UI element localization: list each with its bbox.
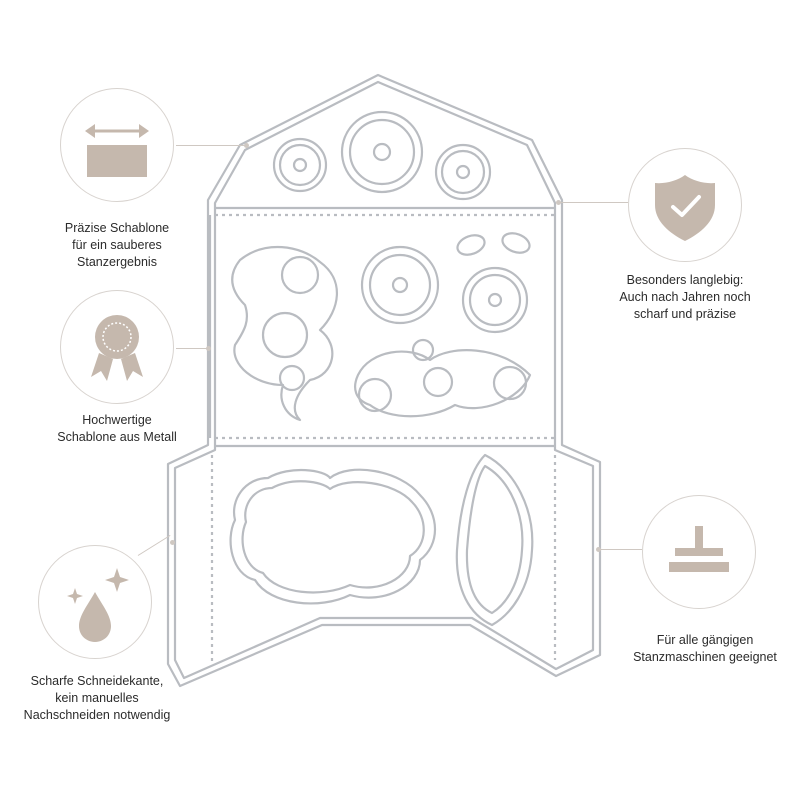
feature-machines-circle	[642, 495, 756, 609]
feature-precise-line1: Präzise Schablone	[64, 221, 170, 235]
connector-precise	[176, 145, 246, 146]
feature-durable-line2: Auch nach Jahren noch	[619, 290, 751, 304]
feature-sharp-caption: Scharfe Schneidekante, kein manuelles Na…	[10, 673, 184, 724]
die-flower-small-left	[272, 137, 328, 193]
feature-metal-circle	[60, 290, 174, 404]
connector-dot-sharp	[170, 540, 175, 545]
feature-sharp-circle	[38, 545, 152, 659]
feature-metal-line1: Hochwertige	[82, 413, 152, 427]
feature-precise-caption: Präzise Schablone für ein sauberes Stanz…	[40, 220, 194, 271]
connector-dot-precise	[244, 143, 249, 148]
die-leaves	[456, 232, 531, 256]
die-label-cloud	[229, 468, 437, 605]
feature-precise-circle	[60, 88, 174, 202]
connector-metal	[176, 348, 210, 349]
connector-durable	[558, 202, 628, 203]
sparkle-drop-icon	[67, 568, 129, 642]
feature-precise-line3: Stanzergebnis	[77, 255, 157, 269]
feature-machines-line2: Stanzmaschinen geeignet	[633, 650, 777, 664]
die-label-oval	[455, 453, 534, 627]
die-outer-frame	[166, 73, 602, 688]
connector-machines	[598, 549, 642, 550]
feature-sharp-line1: Scharfe Schneidekante,	[30, 674, 164, 688]
shield-check-icon	[655, 175, 715, 241]
die-flower-mid-right	[461, 266, 529, 334]
feature-metal-line2: Schablone aus Metall	[57, 430, 177, 444]
die-flower-cluster-left	[231, 246, 338, 422]
die-flower-garland	[354, 338, 532, 418]
feature-metal-caption: Hochwertige Schablone aus Metall	[40, 412, 194, 446]
press-machine-icon	[669, 526, 729, 572]
feature-durable-line3: scharf und präzise	[633, 307, 737, 321]
feature-durable-line1: Besonders langlebig:	[626, 273, 744, 287]
feature-durable-caption: Besonders langlebig: Auch nach Jahren no…	[600, 272, 770, 323]
quality-badge-icon	[91, 315, 143, 381]
connector-dot-durable	[556, 200, 561, 205]
feature-sharp-line2: kein manuelles	[55, 691, 139, 705]
arrow-width-icon	[85, 124, 149, 177]
connector-dot-machines	[596, 547, 601, 552]
connector-dot-metal	[206, 346, 211, 351]
die-flower-small-right	[434, 143, 492, 201]
feature-machines-caption: Für alle gängigen Stanzmaschinen geeigne…	[620, 632, 790, 666]
die-flower-mid	[360, 245, 440, 325]
die-flower-large-top	[340, 110, 424, 194]
feature-machines-line1: Für alle gängigen	[656, 633, 754, 647]
feature-durable-circle	[628, 148, 742, 262]
feature-sharp-line3: Nachschneiden notwendig	[23, 708, 171, 722]
feature-precise-line2: für ein sauberes	[72, 238, 162, 252]
